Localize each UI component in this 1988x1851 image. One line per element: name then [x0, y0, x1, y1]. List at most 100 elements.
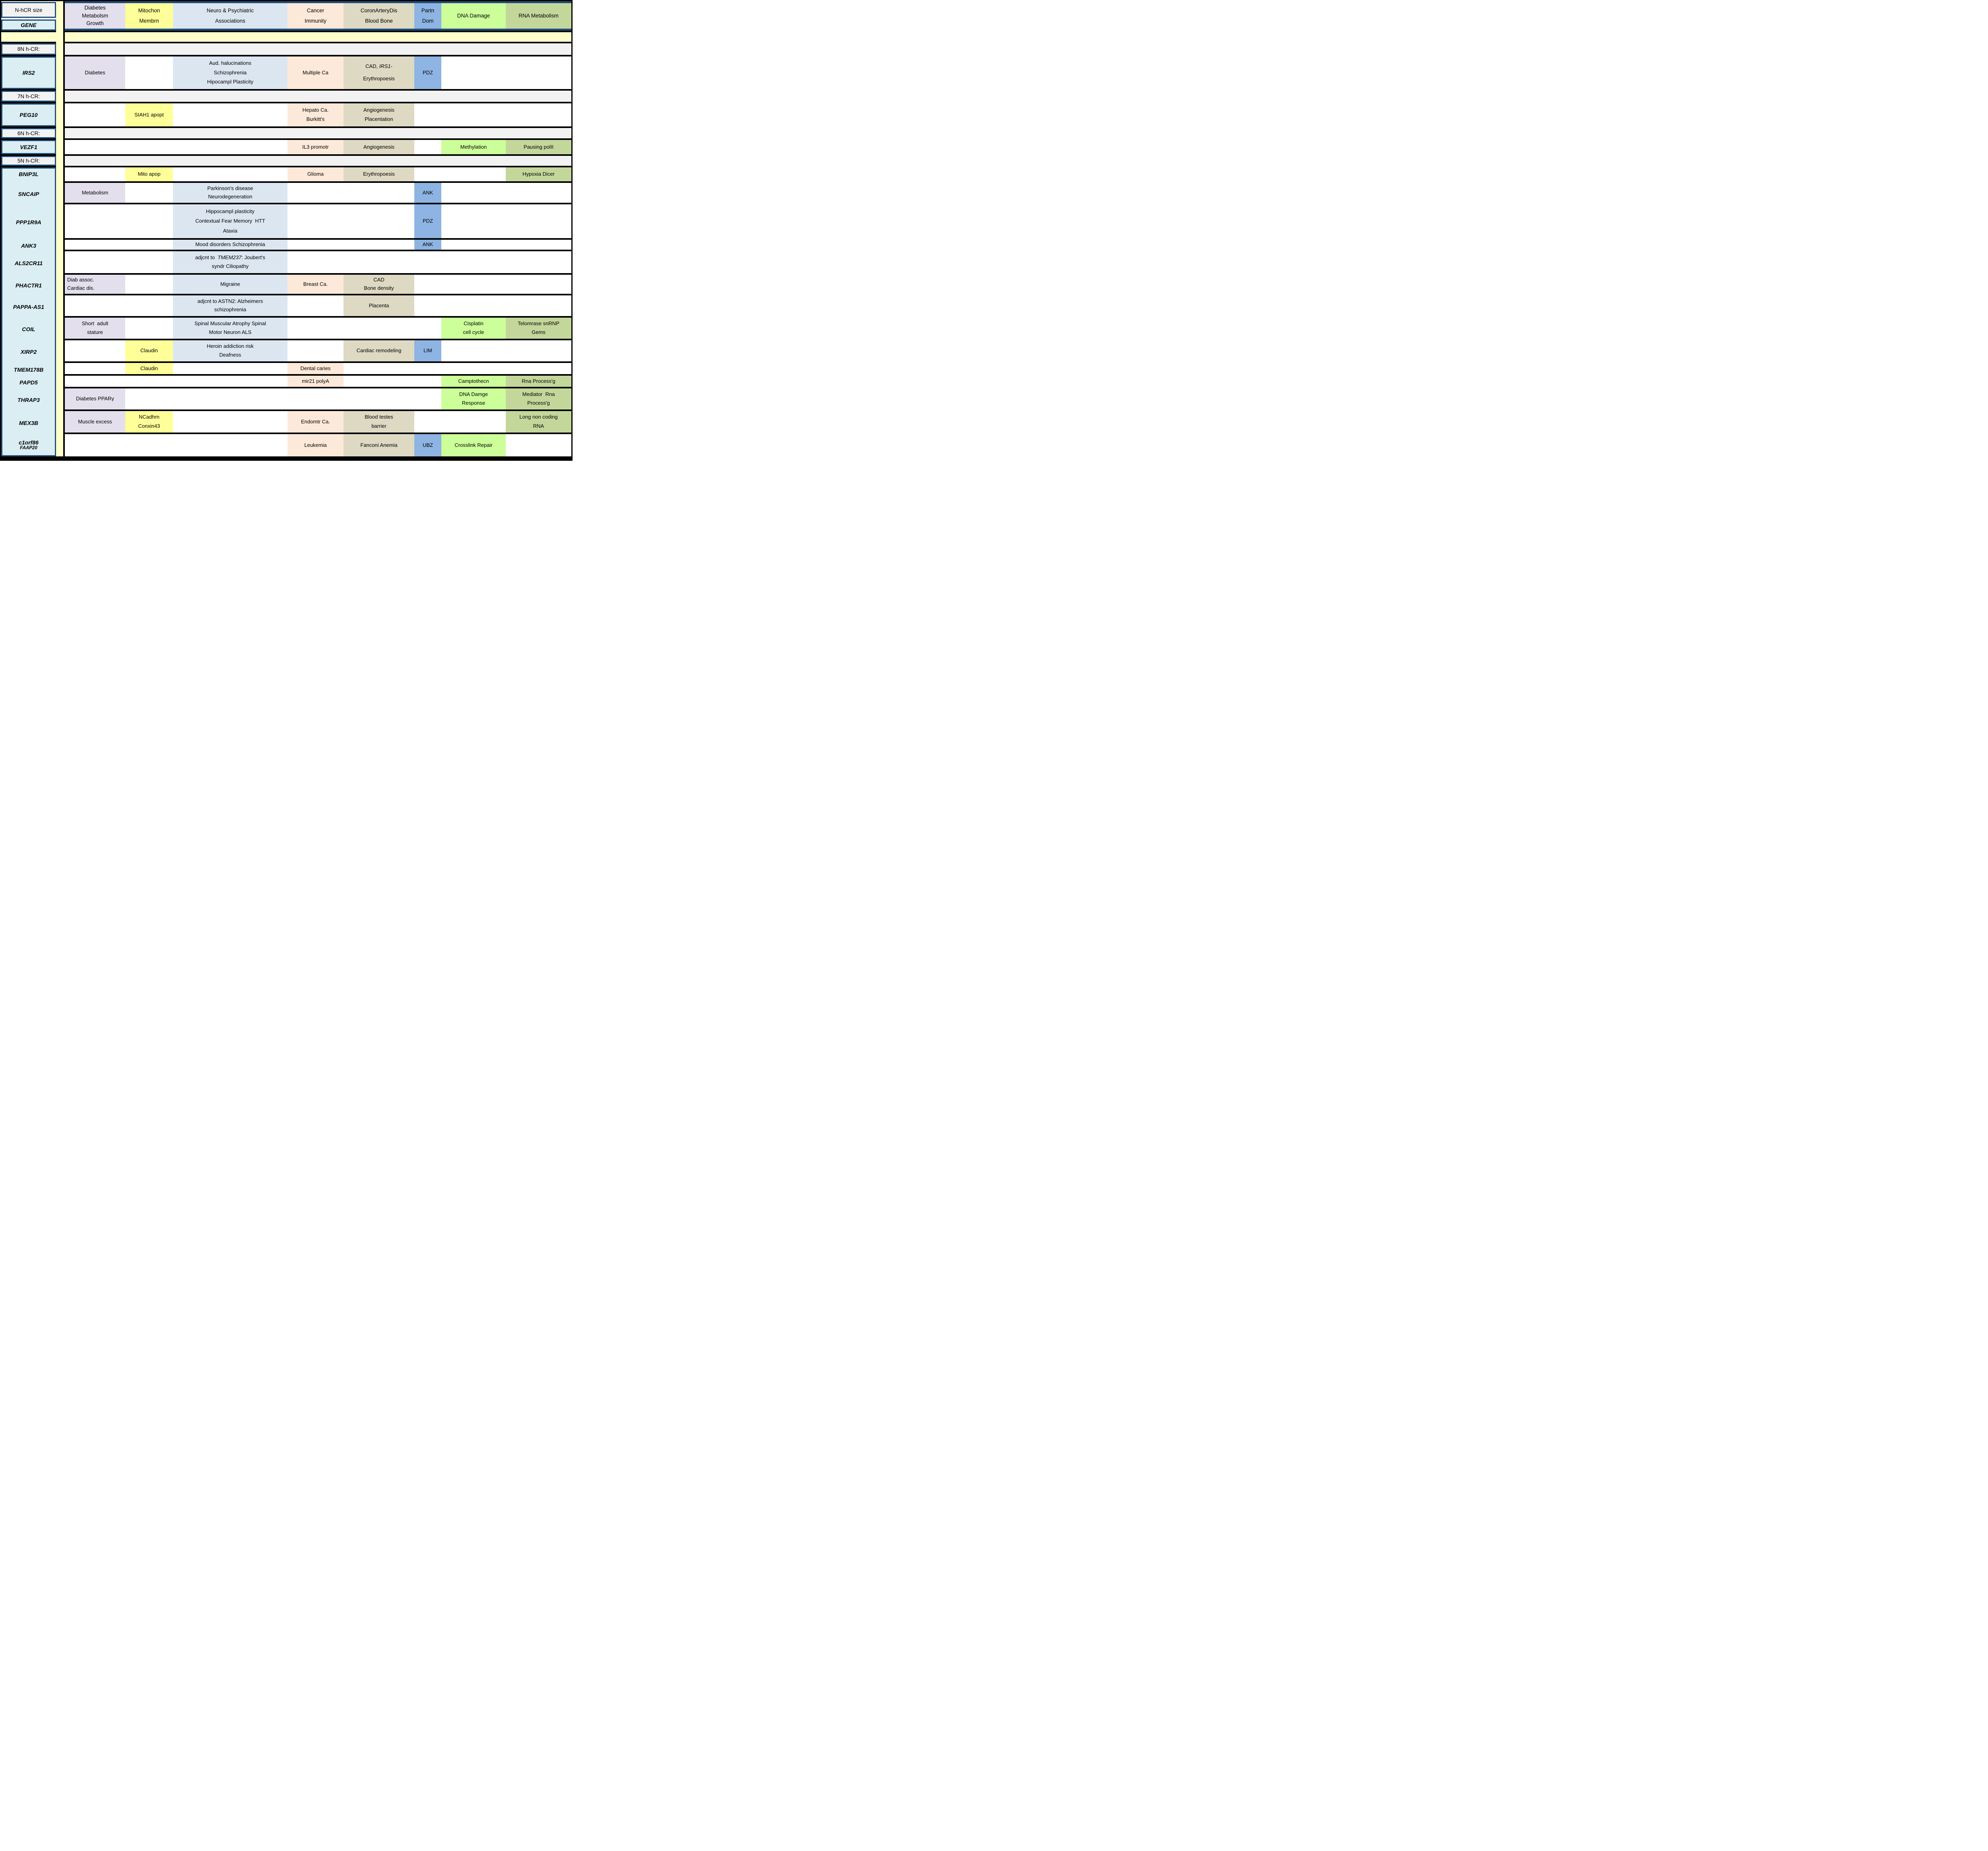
ppp1r9a-partner-cell: PDZ	[414, 204, 441, 238]
empty-cell	[65, 240, 125, 250]
gene-name-c1orf86: c1orf86 FAAP20	[2, 439, 55, 452]
empty-cell	[414, 167, 441, 181]
pappa-as1-coronary-cell: Placenta	[344, 295, 414, 316]
empty-cell	[506, 183, 571, 203]
row-PEG10: SIAH1 apopt Hepato Ca.Burkitt's Angiogen…	[65, 103, 571, 126]
empty-cell	[125, 275, 173, 294]
empty-cell	[287, 388, 344, 409]
empty-cell	[125, 295, 173, 316]
separator	[65, 102, 571, 103]
gene-name-c1orf86-line1: c1orf86	[19, 439, 39, 446]
gene-name-ANK3: ANK3	[21, 243, 37, 249]
separator	[65, 55, 571, 56]
thrap3-diabetes-cell: Diabetes PPARγ	[65, 388, 125, 409]
empty-cell	[65, 167, 125, 181]
c1orf86-dna-cell: Crosslink Repair	[441, 434, 506, 456]
gene-label-box-IRS2: IRS2	[1, 56, 56, 89]
ank3-partner-cell: ANK	[414, 240, 441, 250]
separator	[65, 273, 571, 275]
empty-cell	[506, 240, 571, 250]
section-8N-label-box: 8N h-CR:	[1, 43, 56, 55]
row-c1orf86: Leukemia Fanconi Anemia UBZ Crosslink Re…	[65, 434, 571, 456]
empty-cell	[125, 204, 173, 238]
empty-cell	[125, 434, 173, 456]
gene-label: GENE	[21, 22, 37, 28]
gene-name-ALS2CR11: ALS2CR11	[14, 260, 43, 266]
gene-name-MEX3B: MEX3B	[19, 420, 39, 426]
row-ANK3: Mood disorders Schizophrenia ANK	[65, 240, 571, 250]
empty-cell	[441, 240, 506, 250]
c1orf86-coronary-cell: Fanconi Anemia	[344, 434, 414, 456]
separator	[1, 154, 56, 156]
empty-cell	[287, 240, 344, 250]
irs2-cancer-cell: Multiple Ca	[287, 56, 344, 89]
empty-cell	[344, 376, 414, 387]
empty-cell	[506, 295, 571, 316]
gene-label-box-5N-group: BNIP3L SNCAIP PPP1R9A ANK3 ALS2CR11 PHAC…	[1, 167, 56, 456]
tmem178b-mitochon-cell: Claudin	[125, 363, 173, 374]
mex3b-diabetes-cell: Muscle excess	[65, 411, 125, 433]
empty-cell	[506, 340, 571, 361]
empty-cell	[65, 251, 125, 273]
gene-label-box-PEG10: PEG10	[1, 103, 56, 126]
gene-label-box-VEZF1: VEZF1	[1, 140, 56, 154]
row-PHACTR1: Diab assoc.Cardiac dis. Migraine Breast …	[65, 275, 571, 294]
empty-cell	[65, 340, 125, 361]
empty-cell	[414, 376, 441, 387]
empty-cell	[125, 240, 173, 250]
empty-cell	[344, 240, 414, 250]
separator	[65, 361, 571, 363]
section-7N-label-box: 7N h-CR:	[1, 91, 56, 102]
empty-cell	[65, 295, 125, 316]
peg10-mitochon-cell: SIAH1 apopt	[125, 103, 173, 126]
empty-cell	[287, 295, 344, 316]
separator	[65, 374, 571, 376]
row-TMEM178B: Claudin Dental caries	[65, 363, 571, 374]
empty-cell	[287, 251, 344, 273]
empty-cell	[287, 183, 344, 203]
empty-cell	[441, 363, 506, 374]
separator	[65, 154, 571, 156]
empty-cell	[173, 167, 287, 181]
empty-cell	[414, 318, 441, 339]
separator	[1, 126, 56, 128]
gene-name-TMEM178B: TMEM178B	[14, 367, 44, 373]
separator	[65, 181, 571, 183]
section-5N-row	[65, 156, 571, 166]
empty-cell	[344, 388, 414, 409]
ank3-neuro-cell: Mood disorders Schizophrenia	[173, 240, 287, 250]
text: Erythropoesis	[363, 76, 395, 82]
row-VEZF1: IL3 promotr Angiogenesis Methylation Pau…	[65, 140, 571, 154]
empty-cell	[506, 56, 571, 89]
empty-cell	[441, 167, 506, 181]
empty-cell	[344, 318, 414, 339]
empty-cell	[441, 183, 506, 203]
empty-cell	[287, 318, 344, 339]
section-5N-label-box: 5N h-CR:	[1, 156, 56, 166]
empty-cell	[414, 103, 441, 126]
bnip3l-coronary-cell: Erythropoesis	[344, 167, 414, 181]
text: adjcnt to	[195, 254, 218, 260]
empty-cell	[414, 140, 441, 154]
header-gene-label-box: GENE	[1, 19, 56, 31]
separator	[1, 55, 56, 56]
empty-cell	[414, 275, 441, 294]
empty-cell	[65, 103, 125, 126]
papd5-rna-cell: Rna Process'g	[506, 376, 571, 387]
empty-cell	[65, 363, 125, 374]
vertical-divider-line	[63, 1, 65, 456]
